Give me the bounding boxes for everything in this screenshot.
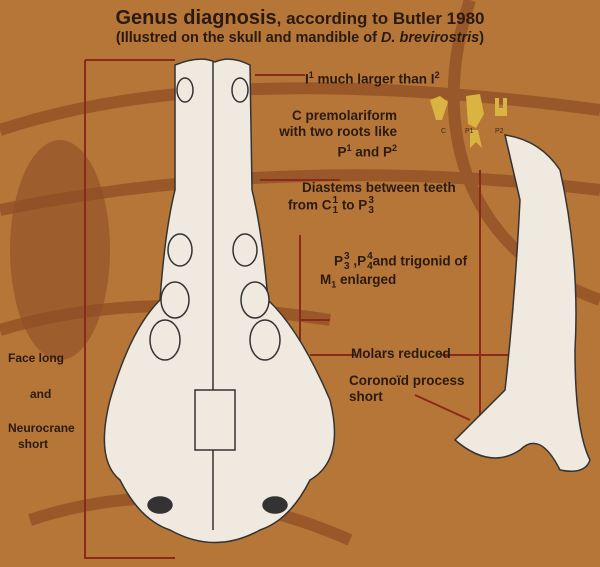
- tooth-label-p2: P2: [495, 128, 504, 135]
- mandible-drawing: [453, 134, 591, 472]
- label-face: Face long and Neurocrane short: [8, 351, 75, 451]
- label-incisor: I1 much larger than I2: [305, 70, 440, 87]
- tooth-label-p1: P1: [465, 128, 474, 135]
- label-canine: C premolariform with two roots like P1 a…: [279, 108, 398, 160]
- skull-drawing: [103, 58, 336, 544]
- isolated-teeth: [430, 94, 507, 148]
- subtitle: (Illustred on the skull and mandible of …: [115, 30, 485, 46]
- label-molars: Molars reduced: [351, 346, 451, 361]
- tooth-label-c: C: [441, 128, 447, 135]
- page-title: Genus diagnosis, according to Butler 198…: [115, 7, 485, 29]
